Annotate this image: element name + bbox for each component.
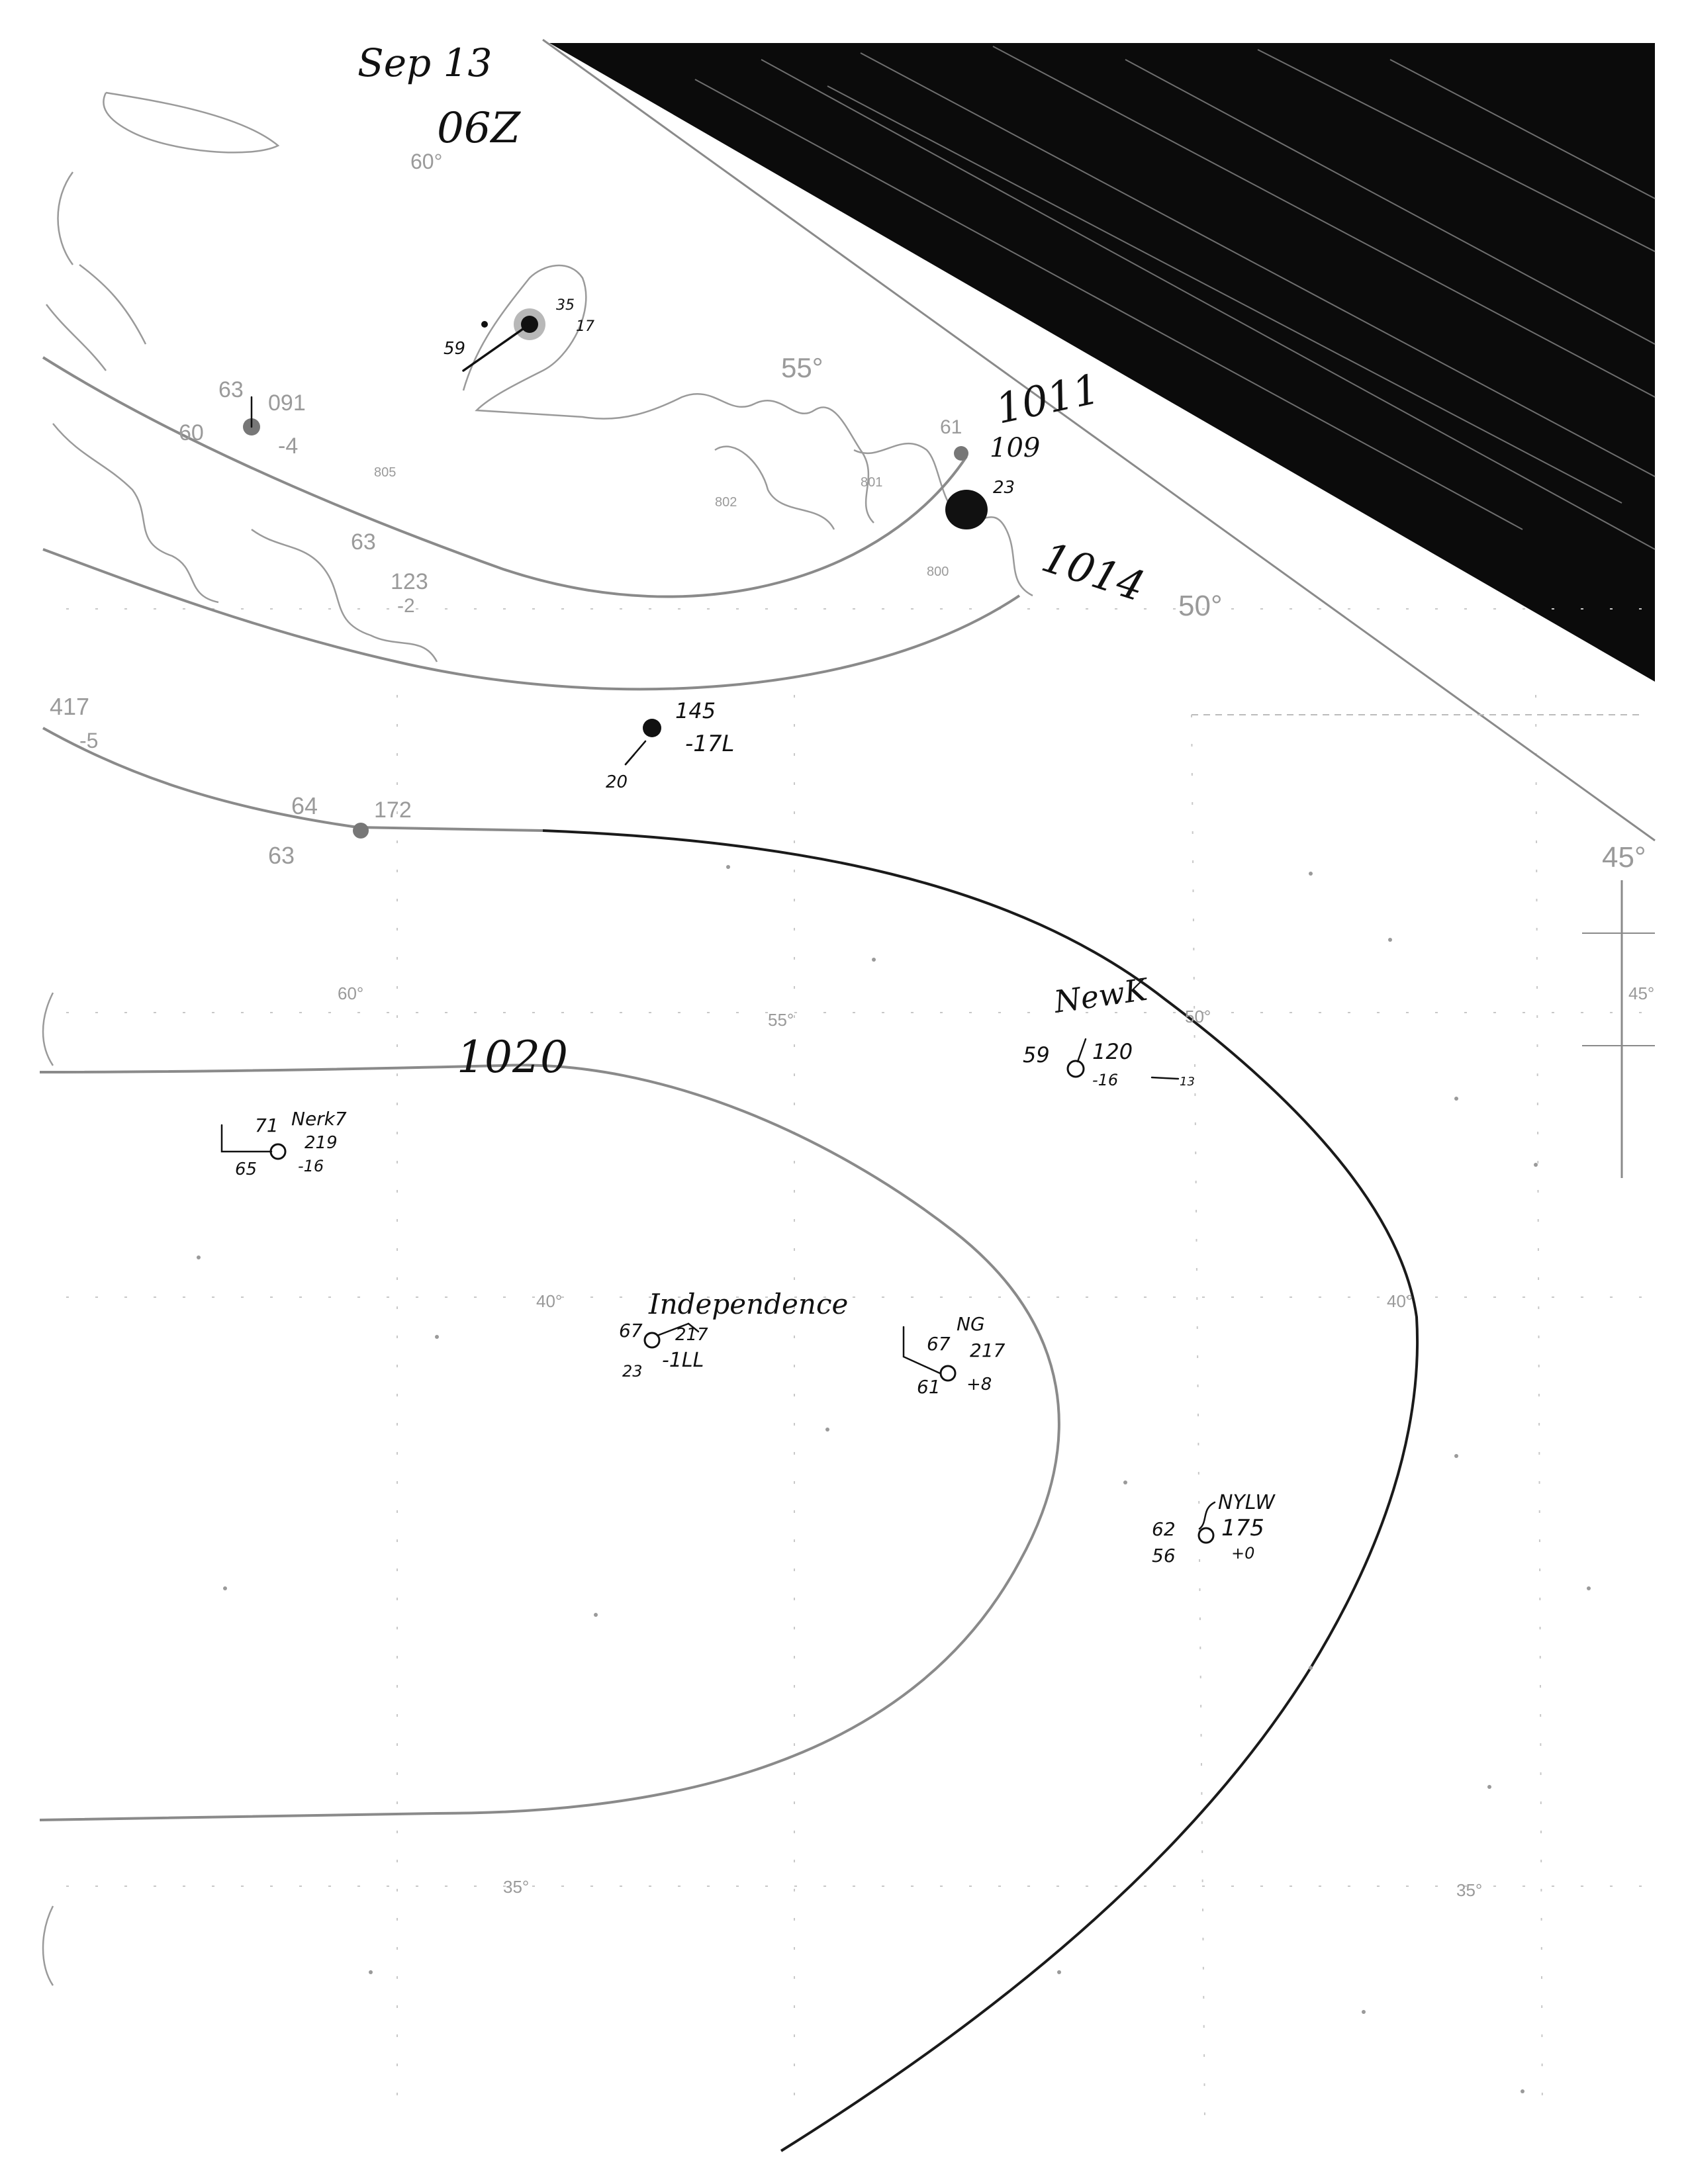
svg-text:172: 172 bbox=[374, 797, 412, 823]
svg-text:145: 145 bbox=[675, 698, 716, 723]
svg-text:175: 175 bbox=[1221, 1515, 1264, 1541]
svg-text:-16: -16 bbox=[1092, 1071, 1118, 1089]
svg-text:+0: +0 bbox=[1231, 1544, 1254, 1563]
number-801: 801 bbox=[861, 475, 882, 490]
lat-40-right: 40° bbox=[1387, 1291, 1413, 1311]
svg-text:63: 63 bbox=[268, 842, 295, 869]
isobar-1020-outer-grey bbox=[42, 727, 543, 832]
grid-dots bbox=[197, 865, 1591, 2093]
svg-text:65: 65 bbox=[235, 1160, 257, 1179]
isobar-1020-inner bbox=[39, 1064, 1060, 1821]
svg-text:67: 67 bbox=[619, 1320, 643, 1342]
lon-50-mid: 50° bbox=[1185, 1007, 1211, 1026]
station-coast-right: 61 109 23 bbox=[940, 416, 1040, 529]
map-date: Sep 13 bbox=[357, 40, 492, 85]
dark-film-region bbox=[549, 43, 1656, 682]
svg-text:17: 17 bbox=[576, 318, 594, 335]
station-left-edge: 417 -5 bbox=[50, 693, 98, 752]
isobar-1020-outer-black bbox=[542, 829, 1419, 2152]
svg-text:23: 23 bbox=[622, 1362, 643, 1381]
svg-text:217: 217 bbox=[675, 1325, 708, 1345]
svg-text:23: 23 bbox=[993, 478, 1015, 498]
lat-lon-grid bbox=[66, 38, 1656, 2118]
svg-text:61: 61 bbox=[940, 416, 962, 438]
isobar-1011 bbox=[42, 356, 968, 598]
number-800: 800 bbox=[927, 565, 949, 579]
svg-text:Nerk7: Nerk7 bbox=[291, 1108, 347, 1130]
svg-text:109: 109 bbox=[990, 433, 1040, 463]
station-mid-left: 63 123 -2 bbox=[351, 529, 428, 617]
station-center-high: 145 -17L 20 bbox=[606, 698, 734, 792]
svg-text:61: 61 bbox=[917, 1376, 941, 1398]
lat-45-right: 45° bbox=[1628, 983, 1654, 1003]
station-north-center: 59 17 35 bbox=[444, 297, 594, 372]
number-805: 805 bbox=[374, 465, 396, 480]
station-independence: Independence 67 217 -1LL 23 bbox=[619, 1288, 848, 1381]
lon-55-mid: 55° bbox=[768, 1010, 794, 1030]
svg-text:417: 417 bbox=[50, 693, 89, 720]
map-time: 06Z bbox=[437, 104, 521, 153]
svg-text:-16: -16 bbox=[298, 1157, 324, 1175]
lon-60-upper: 60° bbox=[410, 150, 442, 173]
svg-text:NYLW: NYLW bbox=[1218, 1491, 1276, 1514]
svg-text:59: 59 bbox=[1023, 1042, 1050, 1068]
svg-text:Independence: Independence bbox=[648, 1288, 848, 1320]
svg-text:-1LL: -1LL bbox=[662, 1349, 704, 1372]
svg-text:-5: -5 bbox=[79, 729, 98, 752]
svg-text:20: 20 bbox=[606, 772, 628, 792]
station-newk: NewK 59 120 -16 13 bbox=[1023, 971, 1195, 1089]
station-ng: NG 67 217 61 +8 bbox=[902, 1313, 1006, 1398]
lat-55-upper: 55° bbox=[781, 352, 823, 383]
station-n-left: 63 091 60 -4 bbox=[179, 377, 306, 459]
svg-text:71: 71 bbox=[255, 1115, 279, 1136]
station-nylw: NYLW 62 175 56 +0 bbox=[1152, 1491, 1276, 1567]
svg-text:-2: -2 bbox=[397, 595, 415, 617]
isobar-1014 bbox=[42, 548, 1021, 691]
isobar-label-1020: 1020 bbox=[457, 1032, 568, 1083]
lat-35-left: 35° bbox=[503, 1877, 529, 1897]
svg-text:13: 13 bbox=[1180, 1075, 1195, 1089]
svg-text:-4: -4 bbox=[278, 433, 298, 459]
svg-text:62: 62 bbox=[1152, 1518, 1176, 1540]
isobars bbox=[39, 356, 1419, 2152]
station-left-lower: 64 63 172 bbox=[268, 792, 412, 869]
svg-text:NG: NG bbox=[957, 1313, 985, 1335]
svg-text:64: 64 bbox=[291, 792, 318, 819]
svg-text:219: 219 bbox=[305, 1133, 338, 1153]
lon-60-mid: 60° bbox=[338, 983, 363, 1003]
lat-35-right: 35° bbox=[1456, 1880, 1482, 1900]
svg-text:123: 123 bbox=[391, 569, 428, 594]
svg-text:-17L: -17L bbox=[685, 731, 734, 757]
lat-40-left: 40° bbox=[536, 1291, 562, 1311]
svg-text:+8: +8 bbox=[966, 1375, 992, 1394]
svg-text:60: 60 bbox=[179, 420, 204, 445]
svg-text:120: 120 bbox=[1092, 1039, 1133, 1064]
svg-text:56: 56 bbox=[1152, 1545, 1176, 1567]
isobar-label-1014: 1014 bbox=[1036, 533, 1150, 611]
number-802: 802 bbox=[715, 495, 737, 510]
svg-text:091: 091 bbox=[268, 390, 306, 416]
lat-45-upper: 45° bbox=[1602, 841, 1646, 874]
svg-text:67: 67 bbox=[927, 1333, 951, 1355]
svg-text:217: 217 bbox=[970, 1340, 1006, 1361]
svg-text:NewK: NewK bbox=[1051, 971, 1151, 1020]
svg-text:63: 63 bbox=[351, 529, 376, 555]
svg-text:59: 59 bbox=[444, 339, 465, 359]
station-nerk7: 71 Nerk7 219 65 -16 bbox=[220, 1108, 347, 1179]
svg-text:35: 35 bbox=[556, 297, 575, 314]
lat-50-upper: 50° bbox=[1178, 590, 1223, 622]
svg-text:63: 63 bbox=[218, 377, 244, 402]
